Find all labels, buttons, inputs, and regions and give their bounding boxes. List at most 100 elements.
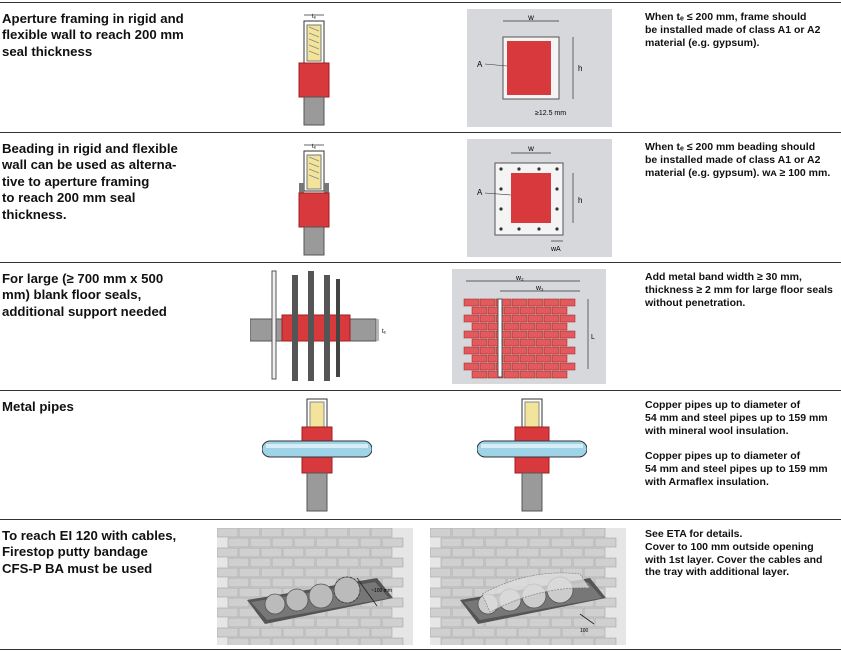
wall-brick xyxy=(539,627,562,638)
wall-brick xyxy=(517,528,540,538)
wall-brick xyxy=(260,547,283,558)
wall-brick xyxy=(506,557,529,568)
row-beading: Beading in rigid and flexible wall can b… xyxy=(0,132,841,263)
wall-brick xyxy=(572,557,595,568)
brick xyxy=(479,346,496,355)
wall-brick xyxy=(359,637,382,645)
brick xyxy=(495,330,512,339)
wall-brick xyxy=(217,547,239,558)
row-title: For large (≥ 700 mm x 500 mm) blank floo… xyxy=(2,271,167,319)
brick xyxy=(551,370,568,379)
wall-brick xyxy=(440,537,463,548)
brick xyxy=(559,346,576,355)
wall-brick xyxy=(451,547,474,558)
wall-brick xyxy=(260,567,283,578)
wall-brick xyxy=(315,617,338,628)
brick xyxy=(527,362,544,371)
brick xyxy=(471,354,488,363)
brick xyxy=(551,354,568,363)
w1-label: w₁ xyxy=(535,285,544,292)
w2-label: w₂ xyxy=(515,275,524,282)
gap-label: ≥12.5 mm xyxy=(535,110,566,117)
wall-brick xyxy=(506,537,529,548)
wall-brick xyxy=(440,637,463,645)
brick xyxy=(511,330,528,339)
wall-brick xyxy=(528,637,551,645)
brick xyxy=(463,362,480,371)
h-label: h xyxy=(578,196,582,205)
wall-brick xyxy=(528,617,551,628)
cable-tray-additional-layer-figure: 100 xyxy=(430,528,626,645)
wall-brick xyxy=(451,528,474,538)
brick xyxy=(519,354,536,363)
brick xyxy=(471,306,488,315)
wall-brick xyxy=(484,537,507,548)
wall-brick xyxy=(326,528,349,538)
L-label: L xyxy=(591,334,595,341)
wall-brick xyxy=(217,607,239,618)
brick xyxy=(471,338,488,347)
brick xyxy=(495,314,512,323)
w-label: w xyxy=(527,144,534,153)
wall-brick xyxy=(381,617,404,628)
wall-brick xyxy=(249,537,272,548)
wall-brick xyxy=(539,528,562,538)
wall-brick xyxy=(583,627,606,638)
wall-brick xyxy=(495,627,518,638)
row-note: Copper pipes up to diameter of 54 mm and… xyxy=(645,399,828,488)
beading-figure: w h A wA xyxy=(467,139,612,257)
wall-brick xyxy=(304,528,327,538)
brick xyxy=(551,322,568,331)
wall-brick xyxy=(430,567,452,578)
wall-brick xyxy=(381,637,404,645)
wall-brick xyxy=(304,627,327,638)
bottom-rule xyxy=(0,649,841,650)
brick xyxy=(487,322,504,331)
wall-brick xyxy=(271,577,294,588)
wall-brick xyxy=(583,567,606,578)
wall-brick xyxy=(451,587,474,598)
row-note: When tₑ ≤ 200 mm beading should be insta… xyxy=(645,141,831,179)
wall-brick xyxy=(473,627,496,638)
wall-brick xyxy=(359,557,382,568)
wall-brick xyxy=(550,637,573,645)
wall-brick xyxy=(583,547,606,558)
wall-brick xyxy=(473,528,496,538)
brick xyxy=(543,314,560,323)
brick xyxy=(543,298,560,307)
wall-brick xyxy=(282,627,305,638)
row-title: Aperture framing in rigid and flexible w… xyxy=(2,11,184,59)
wall-brick xyxy=(550,557,573,568)
wall-brick xyxy=(473,567,496,578)
brick xyxy=(559,298,576,307)
wall-brick xyxy=(594,617,617,628)
wall-brick xyxy=(528,557,551,568)
wall-brick xyxy=(381,577,404,588)
brick xyxy=(535,306,552,315)
wall-brick xyxy=(583,528,606,538)
brick xyxy=(543,346,560,355)
wall-brick xyxy=(381,557,404,568)
brick xyxy=(535,338,552,347)
wall-brick xyxy=(337,537,360,548)
w-label: w xyxy=(527,13,534,22)
wall-brick xyxy=(430,547,452,558)
area-label: A xyxy=(477,60,483,69)
wall-brick xyxy=(506,637,529,645)
wall-brick xyxy=(260,627,283,638)
brick xyxy=(527,346,544,355)
wall-brick xyxy=(238,547,261,558)
brick xyxy=(463,346,480,355)
wall-brick xyxy=(293,577,316,588)
wall-brick xyxy=(572,637,595,645)
wall-brick xyxy=(227,637,250,645)
brick xyxy=(479,314,496,323)
brick xyxy=(471,370,488,379)
wall-brick xyxy=(440,577,463,588)
wall-brick xyxy=(517,547,540,558)
wall-brick xyxy=(326,567,349,578)
wall-brick xyxy=(462,557,485,568)
wall-brick xyxy=(370,627,393,638)
brick xyxy=(527,298,544,307)
brick xyxy=(503,306,520,315)
